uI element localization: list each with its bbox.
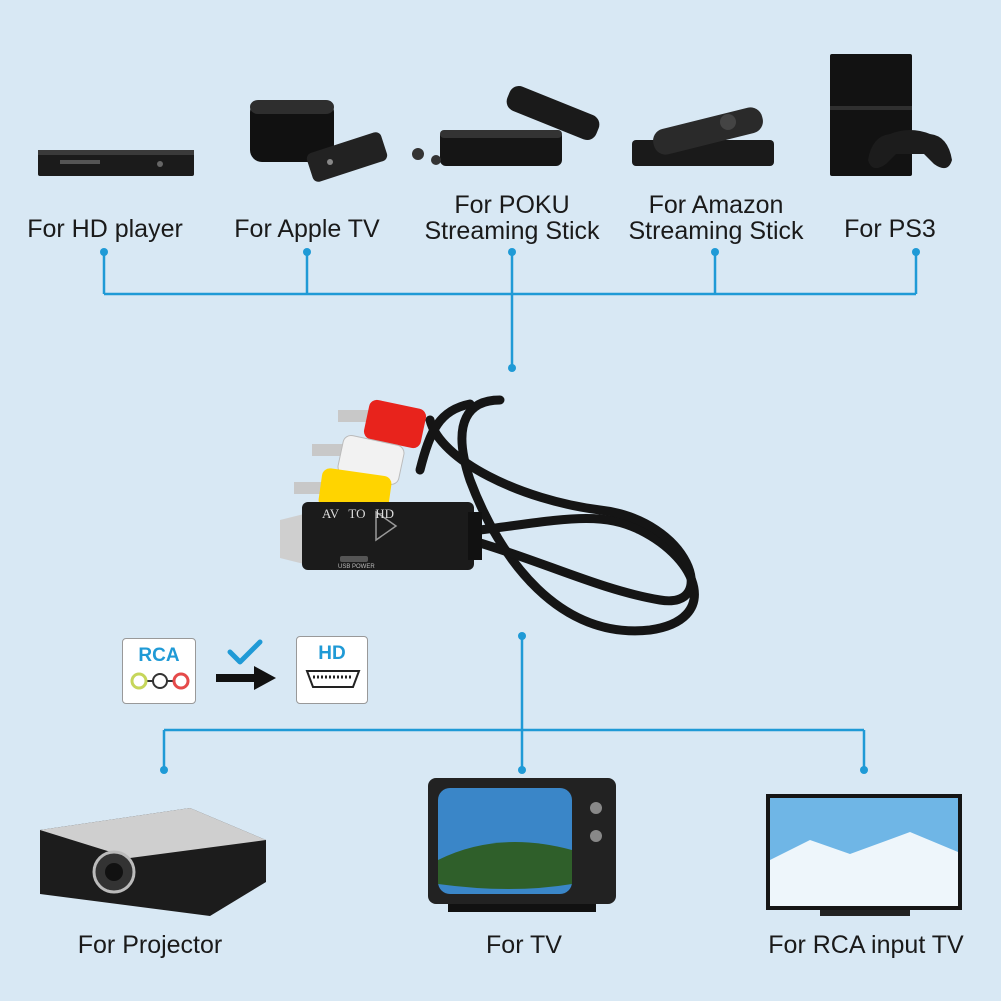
label-text: For Apple TV — [234, 215, 380, 243]
hd-label: HD — [318, 643, 346, 664]
device-label: For Projector — [77, 931, 223, 959]
device-label: For Amazon Streaming Stick — [614, 192, 818, 244]
device-label: For HD player — [16, 216, 194, 242]
label-text: For HD player — [27, 215, 183, 243]
label-text: For PS3 — [844, 215, 936, 243]
device-label: For POKU Streaming Stick — [410, 192, 614, 244]
hd-badge: HD — [296, 636, 368, 704]
adapter-port-label: USB POWER — [338, 564, 375, 570]
label-text: Streaming Stick — [628, 217, 804, 245]
hd-port-icon — [305, 670, 361, 688]
label-text: Streaming Stick — [424, 217, 600, 245]
device-label: For TV — [486, 931, 562, 959]
device-label: For RCA input TV — [768, 931, 964, 959]
device-label: For PS3 — [830, 216, 950, 242]
device-label: For Apple TV — [218, 216, 396, 242]
rca-connectors-icon — [130, 672, 190, 690]
label-text: For Amazon — [648, 191, 784, 219]
adapter-printed-text: AV TO HD — [322, 506, 395, 521]
rca-badge: RCA — [122, 638, 196, 704]
label-text: For POKU — [454, 191, 570, 219]
rca-label: RCA — [138, 645, 180, 666]
